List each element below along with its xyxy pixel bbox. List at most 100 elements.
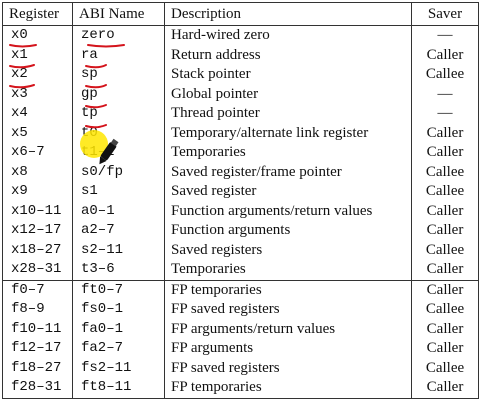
register-cell: x0 — [2, 25, 73, 46]
register-cell: f8–9 — [2, 300, 73, 320]
abi-name-cell: fs2–11 — [72, 358, 165, 378]
abi-name-cell: ft8–11 — [72, 378, 165, 399]
description-cell: FP temporaries — [164, 378, 412, 399]
register-cell: f0–7 — [2, 279, 73, 300]
abi-name-cell: fa0–1 — [72, 319, 165, 339]
saver-cell: Callee — [411, 300, 479, 320]
register-cell: f18–27 — [2, 358, 73, 378]
description-cell: FP temporaries — [164, 279, 412, 300]
register-cell: x12–17 — [2, 221, 73, 241]
abi-name-cell: s0/fp — [72, 162, 165, 182]
description-cell: Hard-wired zero — [164, 25, 412, 46]
saver-cell: — — [411, 25, 479, 46]
description-cell: Function arguments/return values — [164, 201, 412, 221]
header-abi-name: ABI Name — [72, 2, 165, 26]
abi-name-cell: sp — [72, 65, 165, 85]
saver-cell: Caller — [411, 319, 479, 339]
abi-name-cell: a0–1 — [72, 201, 165, 221]
saver-cell: Callee — [411, 65, 479, 85]
saver-cell: Caller — [411, 339, 479, 359]
description-cell: Thread pointer — [164, 104, 412, 124]
description-cell: Stack pointer — [164, 65, 412, 85]
saver-cell: — — [411, 104, 479, 124]
description-cell: Temporary/alternate link register — [164, 123, 412, 143]
abi-name-cell: t0 — [72, 123, 165, 143]
saver-cell: Callee — [411, 182, 479, 202]
abi-name-cell: t1–2 — [72, 143, 165, 163]
abi-name-cell: zero — [72, 25, 165, 46]
register-cell: x8 — [2, 162, 73, 182]
description-cell: Saved register — [164, 182, 412, 202]
saver-cell: Callee — [411, 358, 479, 378]
abi-name-cell: a2–7 — [72, 221, 165, 241]
description-cell: Temporaries — [164, 143, 412, 163]
saver-cell: Callee — [411, 162, 479, 182]
register-cell: x10–11 — [2, 201, 73, 221]
abi-name-cell: fa2–7 — [72, 339, 165, 359]
abi-name-cell: gp — [72, 84, 165, 104]
saver-cell: Caller — [411, 260, 479, 280]
abi-name-cell: tp — [72, 104, 165, 124]
abi-name-cell: ra — [72, 45, 165, 65]
description-cell: Global pointer — [164, 84, 412, 104]
register-cell: f28–31 — [2, 378, 73, 399]
header-description: Description — [164, 2, 412, 26]
register-cell: x1 — [2, 45, 73, 65]
register-cell: x3 — [2, 84, 73, 104]
abi-name-cell: s1 — [72, 182, 165, 202]
saver-cell: Caller — [411, 123, 479, 143]
register-cell: x4 — [2, 104, 73, 124]
description-cell: Saved register/frame pointer — [164, 162, 412, 182]
saver-cell: Caller — [411, 143, 479, 163]
description-cell: Function arguments — [164, 221, 412, 241]
register-cell: f12–17 — [2, 339, 73, 359]
saver-cell: Caller — [411, 45, 479, 65]
register-cell: x5 — [2, 123, 73, 143]
description-cell: FP saved registers — [164, 300, 412, 320]
header-row: Register ABI Name Description Saver — [2, 2, 479, 26]
description-cell: Saved registers — [164, 240, 412, 260]
header-saver: Saver — [411, 2, 479, 26]
abi-name-cell: ft0–7 — [72, 279, 165, 300]
saver-cell: Caller — [411, 201, 479, 221]
saver-cell: Caller — [411, 279, 479, 300]
register-cell: x9 — [2, 182, 73, 202]
register-cell: x28–31 — [2, 260, 73, 280]
abi-name-cell: fs0–1 — [72, 300, 165, 320]
saver-cell: Caller — [411, 378, 479, 399]
description-cell: Return address — [164, 45, 412, 65]
register-cell: x2 — [2, 65, 73, 85]
description-cell: FP arguments — [164, 339, 412, 359]
register-cell: x18–27 — [2, 240, 73, 260]
abi-name-cell: t3–6 — [72, 260, 165, 280]
register-cell: x6–7 — [2, 143, 73, 163]
abi-name-cell: s2–11 — [72, 240, 165, 260]
header-register: Register — [2, 2, 73, 26]
table-header: Register ABI Name Description Saver — [2, 2, 479, 26]
register-cell: f10–11 — [2, 319, 73, 339]
description-cell: Temporaries — [164, 260, 412, 280]
description-cell: FP arguments/return values — [164, 319, 412, 339]
saver-cell: Caller — [411, 221, 479, 241]
